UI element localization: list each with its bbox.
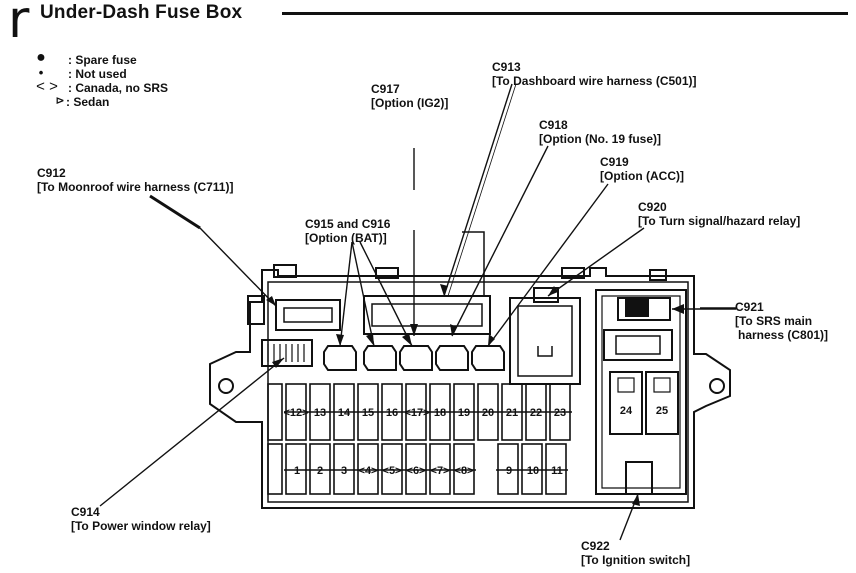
connector-desc: [Option (No. 19 fuse)] — [539, 132, 661, 146]
connector-desc: [Option (BAT)] — [305, 231, 387, 245]
legend-text: : Spare fuse — [68, 53, 137, 67]
fuse-number-5: <5> — [383, 465, 402, 477]
small-dot-icon: • — [38, 65, 44, 80]
leader-lines — [99, 83, 736, 541]
connector-desc: [To Power window relay] — [71, 519, 211, 533]
legend-text: : Sedan — [66, 95, 110, 109]
connector-id: C921 — [735, 300, 764, 314]
section-letter: r — [8, 0, 30, 50]
connector-id: C914 — [71, 505, 100, 519]
fuse-number-19: 19 — [458, 407, 470, 419]
connector-id: C913 — [492, 60, 521, 74]
connector-id: C918 — [539, 118, 568, 132]
fuse-number-18: 18 — [434, 407, 446, 419]
label-c920: C920 [To Turn signal/hazard relay] — [638, 200, 800, 228]
page-title: Under-Dash Fuse Box — [40, 2, 243, 23]
fuse-number-17: <17> — [404, 407, 429, 419]
fuse-number-20: 20 — [482, 407, 494, 419]
connector-desc: [To Ignition switch] — [581, 553, 691, 567]
left-mount-hole — [218, 378, 234, 394]
label-c917: C917 [Option (IG2)] — [371, 82, 448, 110]
srs-connector — [603, 329, 673, 361]
legend-text: : Not used — [68, 67, 127, 81]
fuse-number-24: 24 — [620, 405, 633, 417]
fuse-number-15: 15 — [362, 407, 374, 419]
c912-connector — [275, 299, 341, 331]
connector-id: C919 — [600, 155, 629, 169]
fuse-number-14: 14 — [338, 407, 351, 419]
connector-id: C915 and C916 — [305, 217, 391, 231]
filled-dot-icon: ● — [36, 49, 46, 66]
legend-text: : Canada, no SRS — [68, 81, 169, 95]
connector-desc: [Option (ACC)] — [600, 169, 684, 183]
label-c914: C914 [To Power window relay] — [71, 505, 211, 533]
c917-c913-connector — [363, 295, 491, 335]
connector-desc: [To SRS main — [735, 314, 813, 328]
fuse-number-11: 11 — [551, 465, 563, 477]
title-rule — [282, 12, 848, 15]
connector-desc: [To Turn signal/hazard relay] — [638, 214, 801, 228]
right-mount-hole — [709, 378, 725, 394]
c922-connector — [625, 461, 653, 495]
fuse-row-top — [267, 383, 572, 441]
label-c919: C919 [Option (ACC)] — [600, 155, 684, 183]
c921-connector — [617, 297, 671, 321]
fuse-number-21: 21 — [506, 407, 518, 419]
label-c918: C918 [Option (No. 19 fuse)] — [539, 118, 661, 146]
arrowheads — [266, 284, 684, 506]
side-clip — [247, 295, 265, 325]
fuse-number-7: <7> — [431, 465, 450, 477]
fuse-25-slot — [645, 371, 679, 435]
fuse-number-8: <8> — [455, 465, 474, 477]
fuse-number-13: 13 — [314, 407, 326, 419]
option-connectors — [323, 345, 505, 371]
label-c912: C912 [To Moonroof wire harness (C711)] — [37, 166, 233, 194]
angle-brackets-icon: < > — [36, 78, 58, 95]
housing-outline — [209, 267, 731, 509]
fuse-number-10: 10 — [527, 465, 539, 477]
triangle-icon: ⊳ — [55, 95, 65, 107]
fuse-number-23: 23 — [554, 407, 566, 419]
fuse-number-3: 3 — [341, 465, 347, 477]
connector-desc-2: harness (C801)] — [738, 328, 829, 342]
fuse-number-2: 2 — [317, 465, 323, 477]
connector-id: C920 — [638, 200, 667, 214]
fuse-number-16: 16 — [386, 407, 398, 419]
label-c915-c916: C915 and C916 [Option (BAT)] — [305, 217, 390, 245]
connector-desc: [To Dashboard wire harness (C501)] — [492, 74, 697, 88]
c920-socket — [509, 297, 581, 385]
fuse-number-12: <12> — [283, 407, 308, 419]
fuse-number-9: 9 — [506, 465, 512, 477]
fuse-24-slot — [609, 371, 643, 435]
connector-id: C917 — [371, 82, 400, 96]
connector-id: C912 — [37, 166, 66, 180]
fuse-number-22: 22 — [530, 407, 542, 419]
connector-desc: [Option (IG2)] — [371, 96, 449, 110]
label-c921: C921 [To SRS main harness (C801)] — [735, 300, 828, 342]
fuse-number-6: <6> — [407, 465, 426, 477]
connector-id: C922 — [581, 539, 610, 553]
fuse-number-1: 1 — [294, 465, 300, 477]
fuse-row-bottom — [267, 443, 568, 495]
label-c922: C922 [To Ignition switch] — [581, 539, 690, 567]
top-tab — [273, 264, 297, 278]
top-tab — [649, 269, 667, 281]
right-relay-block — [595, 289, 687, 495]
fuse-number-25: 25 — [656, 405, 668, 417]
fuse-number-4: <4> — [359, 465, 378, 477]
connector-desc: [To Moonroof wire harness (C711)] — [37, 180, 234, 194]
label-c913: C913 [To Dashboard wire harness (C501)] — [492, 60, 697, 88]
c914-socket — [261, 339, 313, 367]
